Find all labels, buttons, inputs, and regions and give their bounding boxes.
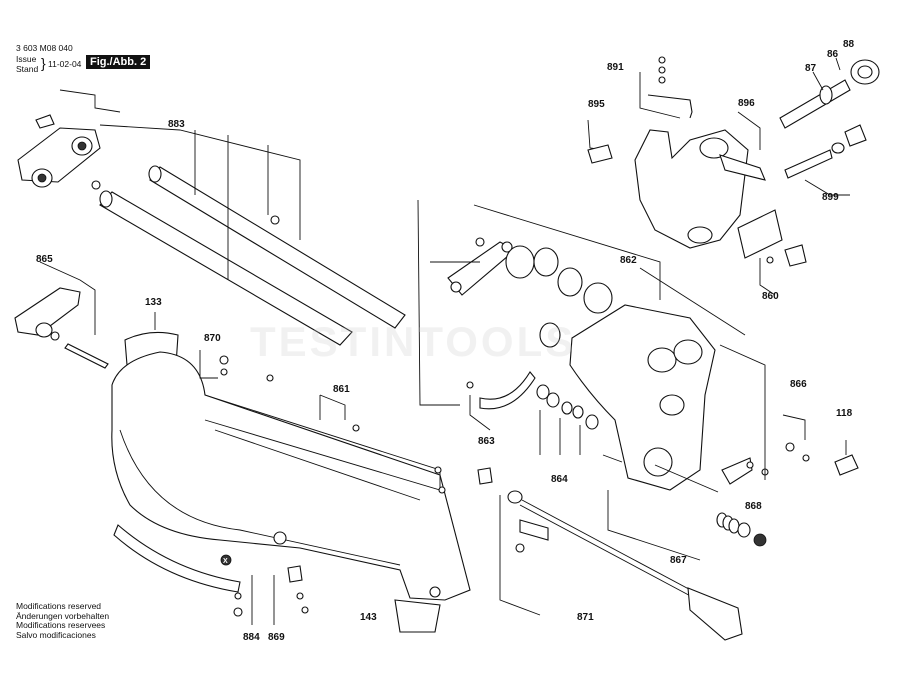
bevel-bracket bbox=[634, 129, 766, 249]
leader-line bbox=[804, 179, 850, 196]
leader-line bbox=[587, 119, 606, 151]
lock-rod bbox=[507, 490, 743, 641]
latch-part bbox=[721, 457, 753, 485]
leader-line bbox=[835, 57, 841, 71]
callout-866: 866 bbox=[790, 379, 807, 390]
leader-line bbox=[737, 111, 761, 150]
callout-865: 865 bbox=[36, 254, 53, 265]
lever-part bbox=[14, 287, 109, 369]
leader-line bbox=[607, 490, 701, 561]
callout-899: 899 bbox=[822, 192, 839, 203]
clamp-knob bbox=[784, 124, 867, 179]
leader-line bbox=[199, 350, 218, 379]
leader-line bbox=[782, 414, 806, 440]
leader-line bbox=[417, 199, 460, 406]
leader-line bbox=[719, 344, 766, 480]
watermark: TESTINTOOLS bbox=[250, 318, 577, 365]
angle-scale bbox=[113, 524, 241, 593]
figure-label: Fig./Abb. 2 bbox=[86, 55, 151, 69]
callout-118: 118 bbox=[836, 408, 853, 419]
leader-line bbox=[39, 261, 96, 335]
mount-plate bbox=[737, 209, 807, 267]
callout-133: 133 bbox=[145, 297, 162, 308]
callout-891: 891 bbox=[607, 62, 624, 73]
callout-860: 860 bbox=[762, 291, 779, 302]
callout-x: X bbox=[223, 558, 228, 565]
footer-line: Änderungen vorbehalten bbox=[16, 610, 110, 621]
callout-870: 870 bbox=[204, 333, 221, 344]
callout-896: 896 bbox=[738, 98, 755, 109]
brace-glyph: } bbox=[41, 55, 46, 71]
leader-line bbox=[499, 495, 541, 616]
footer-line: Modifications reserved bbox=[16, 601, 102, 611]
footer-line: Salvo modificaciones bbox=[16, 629, 96, 640]
callout-862: 862 bbox=[620, 255, 637, 266]
washer-stack bbox=[536, 384, 599, 430]
callout-87: 87 bbox=[805, 63, 817, 74]
footer-line: Modifications reservees bbox=[16, 620, 106, 631]
leader-line bbox=[639, 267, 746, 336]
part-number: 3 603 M08 040 bbox=[16, 43, 73, 53]
callout-883: 883 bbox=[168, 119, 185, 130]
shaft-assembly bbox=[779, 59, 880, 129]
link-plate bbox=[447, 241, 516, 296]
callout-867: 867 bbox=[670, 555, 687, 566]
callout-869: 869 bbox=[268, 632, 285, 643]
clip-part bbox=[647, 94, 693, 119]
callout-86: 86 bbox=[827, 49, 839, 60]
bushing-set bbox=[505, 245, 613, 348]
leader-line bbox=[469, 395, 491, 431]
knob-part bbox=[834, 440, 859, 476]
leader-line bbox=[59, 89, 121, 113]
footer-notes: Modifications reserved Änderungen vorbeh… bbox=[16, 601, 110, 640]
callout-895: 895 bbox=[588, 99, 605, 110]
callout-143: 143 bbox=[360, 612, 377, 623]
handle-part bbox=[17, 114, 101, 188]
rail-tubes bbox=[99, 165, 406, 346]
sliding-carriage bbox=[569, 304, 719, 493]
spring-arc bbox=[479, 371, 536, 410]
spring-part bbox=[716, 512, 767, 547]
leader-line bbox=[812, 71, 824, 91]
leader-line bbox=[319, 394, 346, 420]
issue-label: Issue bbox=[16, 54, 37, 64]
issue-date: 11-02-04 bbox=[48, 59, 82, 69]
leader-line bbox=[759, 258, 776, 296]
leader-line bbox=[99, 124, 301, 240]
callout-88: 88 bbox=[843, 39, 855, 50]
callout-871: 871 bbox=[577, 612, 594, 623]
leader-line bbox=[639, 72, 681, 119]
callout-864: 864 bbox=[551, 474, 568, 485]
leader-line bbox=[473, 204, 661, 300]
base-housing bbox=[111, 351, 471, 633]
callout-868: 868 bbox=[745, 501, 762, 512]
stand-label: Stand bbox=[16, 64, 39, 74]
callout-863: 863 bbox=[478, 436, 495, 447]
callout-861: 861 bbox=[333, 384, 350, 395]
callout-884: 884 bbox=[243, 632, 260, 643]
